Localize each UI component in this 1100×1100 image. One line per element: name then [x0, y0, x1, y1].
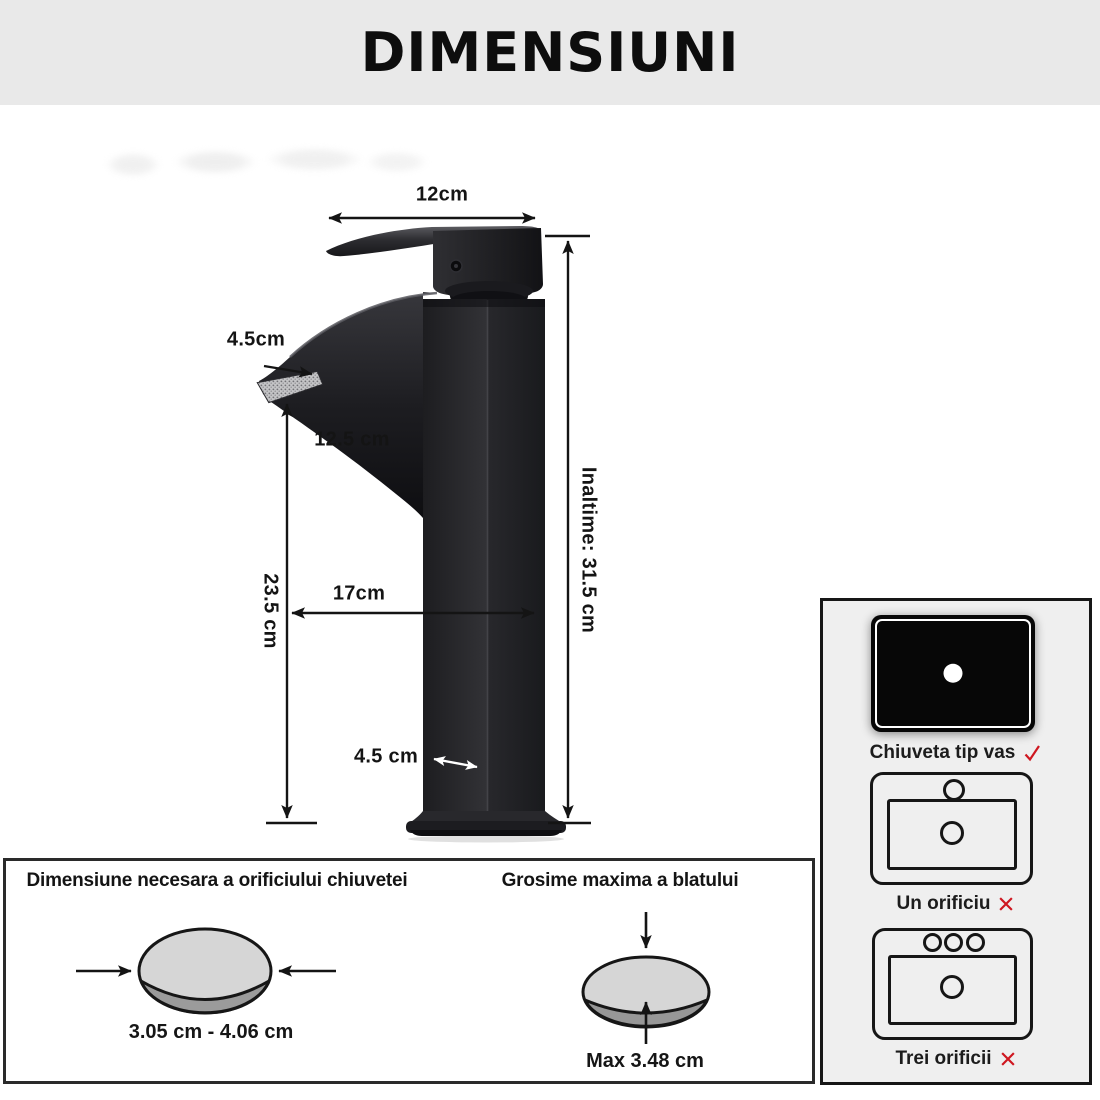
counter-thickness-value: Max 3.48 cm — [586, 1050, 704, 1072]
caption-vessel-sink-label: Chiuveta tip vas — [869, 742, 1016, 763]
vessel-sink-rim — [875, 619, 1031, 728]
basin-outline — [888, 955, 1017, 1025]
faucet-hole-icon — [923, 933, 942, 952]
drain-hole-icon — [940, 975, 964, 999]
caption-three-holes: Trei orificii — [823, 1047, 1089, 1071]
handle-lever — [326, 226, 541, 257]
caption-one-hole-label: Un orificiu — [896, 893, 991, 914]
dim-label-spout-width: 4.5cm — [226, 328, 286, 351]
counter-thickness-box: Grosime maxima a blatului Max 3.48 cm — [428, 858, 815, 1084]
handle-screw — [449, 259, 463, 273]
dimension-lines — [263, 212, 591, 825]
caption-one-hole: Un orificiu — [823, 892, 1089, 916]
header-bar: DIMENSIUNI — [0, 0, 1100, 105]
watermark-ghost — [100, 136, 430, 188]
dim-label-total-height: Inaltime: 31.5 cm — [577, 466, 600, 634]
handle-body — [433, 228, 543, 295]
dim-label-reach: 17cm — [332, 582, 386, 605]
drain-hole-icon — [940, 821, 964, 845]
faucet-hole-icon — [943, 779, 965, 801]
aerator-face — [256, 370, 324, 404]
caption-three-holes-label: Trei orificii — [895, 1048, 992, 1069]
three-hole-sink-image — [872, 928, 1033, 1040]
dim-arrow-body-width — [433, 756, 478, 770]
dim-label-top-width: 12cm — [415, 183, 469, 206]
vessel-drain-hole-icon — [943, 663, 963, 683]
faucet-hole-icon — [944, 933, 963, 952]
hole-size-value: 3.05 cm - 4.06 cm — [128, 1021, 294, 1043]
hole-size-box: Dimensiune necesara a orificiului chiuve… — [3, 858, 431, 1084]
compatibility-panel: Chiuveta tip vas Un orificiu Trei orific… — [820, 598, 1092, 1085]
counter-thickness-box-title: Grosime maxima a blatului — [501, 870, 739, 891]
one-hole-sink-image — [870, 772, 1033, 885]
caption-vessel-sink: Chiuveta tip vas — [823, 741, 1089, 765]
vessel-sink-image — [871, 615, 1035, 732]
dim-label-column-height: 23.5 cm — [259, 573, 282, 649]
check-icon — [1025, 745, 1041, 762]
hole-size-box-title: Dimensiune necesara a orificiului chiuve… — [26, 870, 408, 891]
faucet-hole-icon — [966, 933, 985, 952]
dim-arrow-spout-tip — [263, 364, 313, 378]
cross-icon — [999, 897, 1014, 911]
page-title: DIMENSIUNI — [360, 21, 740, 84]
dim-label-body-width: 4.5 cm — [353, 745, 419, 768]
cross-icon — [1000, 1052, 1015, 1066]
basin-outline — [887, 799, 1017, 870]
dim-label-tip-height: 12.5 cm — [314, 428, 390, 451]
